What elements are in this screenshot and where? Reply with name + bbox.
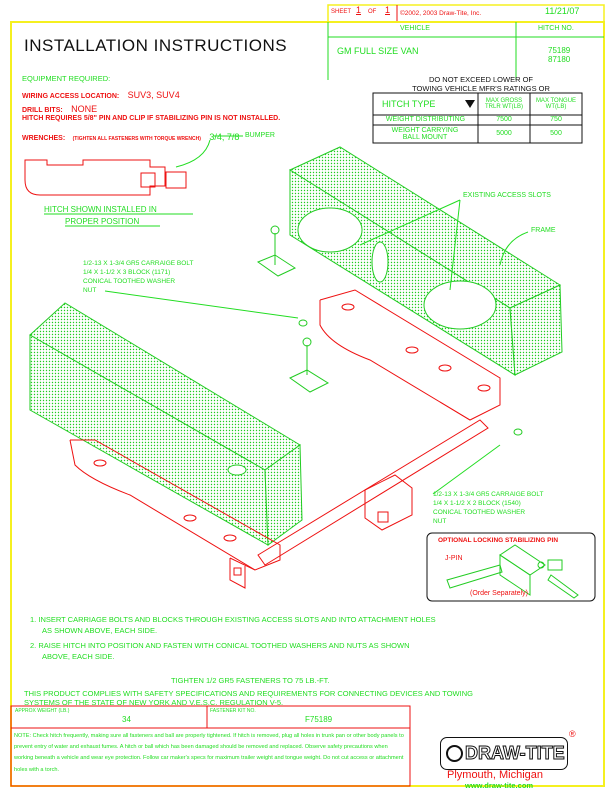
frame-label: FRAME: [531, 227, 556, 234]
jpin-label: J-PIN: [445, 555, 463, 562]
access-slots-label: EXISTING ACCESS SLOTS: [463, 192, 551, 199]
compliance-statement: THIS PRODUCT COMPLIES WITH SAFETY SPECIF…: [24, 689, 473, 707]
row-gross: 5000: [496, 130, 512, 138]
hitch-side-view: [24, 159, 187, 196]
equipment-heading: EQUIPMENT REQUIRED:: [22, 74, 111, 83]
callout-line: 1/4 X 1-1/2 X 2 BLOCK (1540): [433, 500, 521, 507]
page-title: INSTALLATION INSTRUCTIONS: [24, 36, 288, 55]
wiring-value: SUV3, SUV4: [127, 90, 180, 100]
row-type: WEIGHT CARRYING BALL MOUNT: [391, 126, 459, 141]
frame-rail-right: [288, 146, 563, 376]
callout-line: NUT: [83, 287, 97, 294]
drill-label: DRILL BITS:: [22, 107, 63, 114]
draw-tite-logo: DRAW-TITE: [440, 737, 568, 770]
right-fastener-callout: 1/2-13 X 1-3/4 GR5 CARRAIGE BOLT 1/4 X 1…: [433, 490, 543, 526]
wrench-value: 3/4, 7/8: [209, 132, 240, 142]
wrench-line: WRENCHES: (TIGHTEN ALL FASTENERS WITH TO…: [22, 127, 239, 145]
date: 11/21/07: [545, 6, 580, 16]
copyright: ©2002, 2003 Draw-Tite, Inc.: [400, 10, 482, 17]
hitch-ball-icon: [446, 745, 463, 762]
row-tongue: 500: [550, 130, 562, 138]
footer-grid: [10, 705, 411, 787]
wrench-label: WRENCHES:: [22, 135, 66, 142]
leader-lines: [104, 199, 529, 495]
drill-value: NONE: [71, 104, 98, 114]
vehicle-name: GM FULL SIZE VAN: [337, 46, 419, 56]
weight-value: 34: [122, 715, 131, 724]
max-gross-header: MAX GROSS TRLR WT(LB): [485, 97, 523, 110]
callout-line: 1/2-13 X 1-3/4 GR5 CARRAIGE BOLT: [433, 491, 544, 498]
callout-line: 1/2-13 X 1-3/4 GR5 CARRAIGE BOLT: [83, 260, 194, 267]
sheet-number: 1: [356, 5, 362, 15]
callout-line: CONICAL TOOTHED WASHER: [433, 509, 526, 516]
dropdown-arrow-icon: [465, 100, 475, 108]
hitch-assembly: [69, 289, 501, 589]
sheet-label: SHEET: [331, 9, 352, 15]
kit-label: FASTENER KIT NO.: [210, 708, 256, 714]
callout-line: NUT: [433, 518, 447, 525]
step-text: AS SHOWN ABOVE, EACH SIDE.: [42, 626, 158, 635]
hitch-no-header: HITCH NO.: [538, 25, 574, 32]
wiring-line: WIRING ACCESS LOCATION: SUV3, SUV4: [22, 85, 180, 103]
ratings-table-grid: [372, 92, 583, 144]
step-1: 1. INSERT CARRIAGE BOLTS AND BLOCKS THRO…: [30, 614, 436, 636]
row-type: WEIGHT DISTRIBUTING: [385, 116, 466, 124]
of-label: OF: [368, 9, 377, 15]
hitch-type-header[interactable]: HITCH TYPE: [382, 99, 436, 109]
drill-line: DRILL BITS: NONE: [22, 99, 97, 117]
jpin-drawing: [446, 544, 579, 599]
callout-line: 1/4 X 1-1/2 X 3 BLOCK (1171): [83, 269, 171, 276]
step-2: 2. RAISE HITCH INTO POSITION AND FASTEN …: [30, 640, 410, 662]
caption-line: TOWING VEHICLE MFR'S RATINGS OR: [412, 84, 550, 93]
compliance-line: THIS PRODUCT COMPLIES WITH SAFETY SPECIF…: [24, 689, 473, 698]
wiring-label: WIRING ACCESS LOCATION:: [22, 93, 120, 100]
bumper-label: BUMPER: [245, 132, 275, 139]
registered-mark: ®: [569, 729, 576, 739]
ratings-caption: DO NOT EXCEED LOWER OF TOWING VEHICLE MF…: [376, 75, 586, 93]
hitch-number: 87180: [548, 55, 571, 64]
brand-name: DRAW-TITE: [465, 743, 566, 764]
hitch-numbers: 75189 87180: [548, 46, 570, 64]
website-link[interactable]: www.draw-tite.com: [465, 781, 534, 790]
pin-box-border: [426, 532, 596, 602]
row-gross: 7500: [496, 116, 512, 124]
vehicle-header: VEHICLE: [400, 25, 430, 32]
torque-note: TIGHTEN 1/2 GR5 FASTENERS TO 75 LB.-FT.: [171, 676, 330, 685]
frame-rail-left: [29, 302, 303, 546]
step-text: INSERT CARRIAGE BOLTS AND BLOCKS THROUGH…: [38, 615, 436, 624]
safety-note: NOTE: Check hitch frequently, making sur…: [14, 733, 404, 773]
installed-caption-line2: PROPER POSITION: [65, 217, 140, 226]
kit-value: F75189: [305, 715, 333, 724]
hitch-number: 75189: [548, 46, 571, 55]
step-text: RAISE HITCH INTO POSITION AND FASTEN WIT…: [38, 641, 410, 650]
weight-label: APPROX WEIGHT (LB.): [15, 708, 70, 714]
max-tongue-header: MAX TONGUE WT(LB): [535, 97, 577, 110]
installed-caption-line1: HITCH SHOWN INSTALLED IN: [44, 205, 157, 214]
pin-note: HITCH REQUIRES 5/8" PIN AND CLIP IF STAB…: [22, 115, 281, 122]
pin-box-title: OPTIONAL LOCKING STABILIZING PIN: [438, 537, 559, 544]
wrench-note: (TIGHTEN ALL FASTENERS WITH TORQUE WRENC…: [72, 136, 201, 142]
row-tongue: 750: [550, 116, 562, 124]
bolt-blocks: [256, 225, 523, 436]
caption-line: DO NOT EXCEED LOWER OF: [428, 75, 534, 84]
city: Plymouth, Michigan: [447, 769, 543, 781]
order-separately-note: (Order Separately): [470, 590, 528, 597]
callout-line: CONICAL TOOTHED WASHER: [83, 278, 176, 285]
sheet-total: 1: [385, 5, 391, 15]
step-number: 1.: [30, 615, 37, 624]
step-number: 2.: [30, 641, 37, 650]
compliance-line: SYSTEMS OF THE STATE OF NEW YORK AND V.E…: [24, 697, 284, 707]
step-text: ABOVE, EACH SIDE.: [42, 652, 115, 661]
left-fastener-callout: 1/2-13 X 1-3/4 GR5 CARRAIGE BOLT 1/4 X 1…: [83, 259, 193, 295]
